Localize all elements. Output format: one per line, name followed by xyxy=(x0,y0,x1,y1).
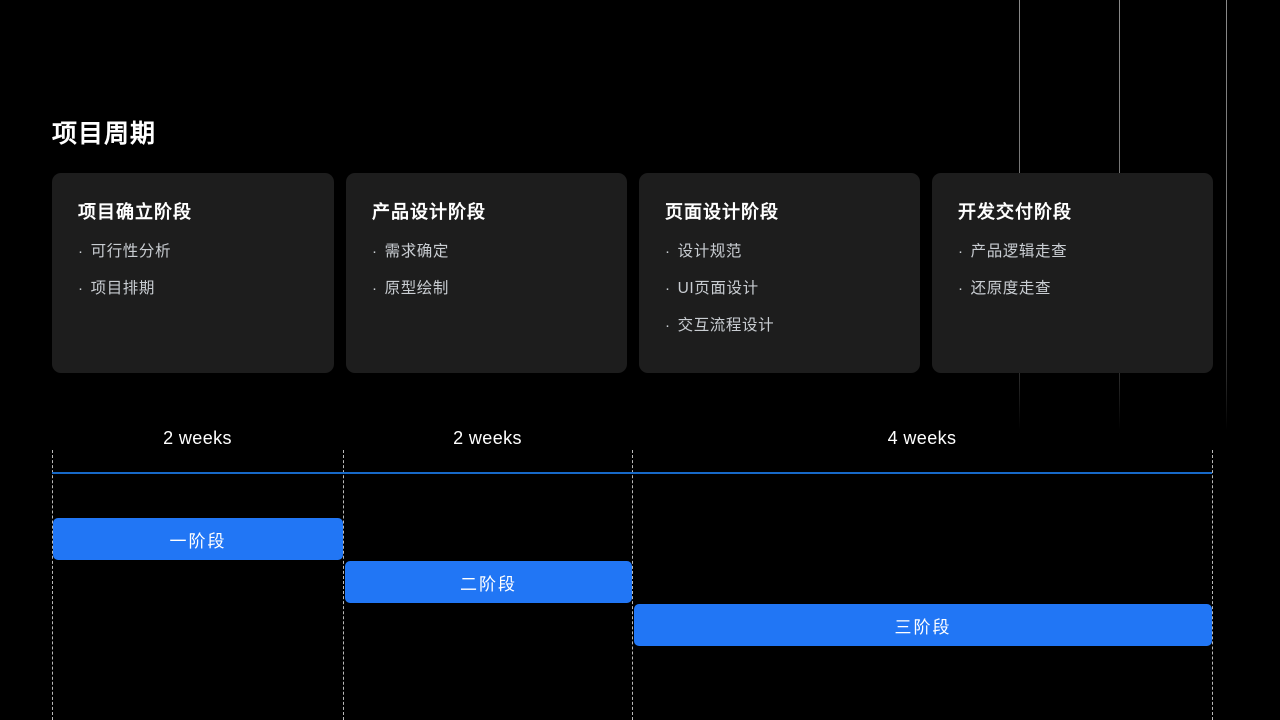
phase-card-item: · 可行性分析 xyxy=(78,241,310,262)
phase-card-item: · 设计规范 xyxy=(665,241,896,262)
phase-card-item: · UI页面设计 xyxy=(665,278,896,299)
phase-card-item-label: 需求确定 xyxy=(384,243,450,260)
phase-card-4: 开发交付阶段 · 产品逻辑走查 · 还原度走查 xyxy=(932,173,1213,373)
phase-card-3: 页面设计阶段 · 设计规范 · UI页面设计 · 交互流程设计 xyxy=(639,173,920,373)
phase-card-item-label: UI页面设计 xyxy=(677,280,759,297)
gantt-divider-3 xyxy=(1212,450,1213,720)
phase-card-item: · 需求确定 xyxy=(372,241,603,262)
gantt-column-duration-2: 2 weeks xyxy=(453,428,522,448)
gantt-bar-label: 三阶段 xyxy=(894,617,952,637)
gantt-bar-phase-2[interactable]: 二阶段 xyxy=(345,561,632,603)
phase-card-item-label: 项目排期 xyxy=(90,280,156,297)
gantt-divider-1 xyxy=(343,450,344,720)
phase-card-2: 产品设计阶段 · 需求确定 · 原型绘制 xyxy=(346,173,627,373)
gantt-column-duration-3: 4 weeks xyxy=(887,428,957,448)
gantt-top-rule xyxy=(52,472,1212,474)
bullet-icon: · xyxy=(372,280,378,297)
gantt-divider-0 xyxy=(52,450,53,720)
decorative-guide-line-3 xyxy=(1226,0,1227,430)
phase-card-item: · 产品逻辑走查 xyxy=(958,241,1189,262)
phase-card-item: · 原型绘制 xyxy=(372,278,603,299)
bullet-icon: · xyxy=(665,317,671,334)
gantt-bar-phase-3[interactable]: 三阶段 xyxy=(634,604,1212,646)
gantt-bar-label: 二阶段 xyxy=(460,574,517,594)
phase-card-title: 开发交付阶段 xyxy=(958,202,1072,222)
phase-card-item-label: 还原度走查 xyxy=(970,280,1052,297)
bullet-icon: · xyxy=(372,243,378,260)
phase-card-1: 项目确立阶段 · 可行性分析 · 项目排期 xyxy=(52,173,334,373)
bullet-icon: · xyxy=(958,280,964,297)
bullet-icon: · xyxy=(665,280,671,297)
phase-card-item-label: 原型绘制 xyxy=(384,280,450,297)
phase-card-item-label: 设计规范 xyxy=(677,243,743,260)
bullet-icon: · xyxy=(78,280,84,297)
phase-card-title: 项目确立阶段 xyxy=(78,202,192,222)
gantt-bar-phase-1[interactable]: 一阶段 xyxy=(53,518,343,560)
phase-card-item-label: 产品逻辑走查 xyxy=(970,243,1068,260)
phase-card-item: · 还原度走查 xyxy=(958,278,1189,299)
phase-card-item: · 项目排期 xyxy=(78,278,310,299)
phase-card-title: 产品设计阶段 xyxy=(372,202,486,222)
gantt-bar-label: 一阶段 xyxy=(169,531,227,551)
gantt-column-duration-1: 2 weeks xyxy=(163,428,232,448)
gantt-divider-2 xyxy=(632,450,633,720)
bullet-icon: · xyxy=(958,243,964,260)
bullet-icon: · xyxy=(665,243,671,260)
phase-card-title: 页面设计阶段 xyxy=(665,202,779,222)
phase-card-item: · 交互流程设计 xyxy=(665,315,896,336)
page-title: 项目周期 xyxy=(52,120,157,148)
phase-card-item-label: 交互流程设计 xyxy=(677,317,775,334)
bullet-icon: · xyxy=(78,243,84,260)
phase-card-item-label: 可行性分析 xyxy=(90,243,172,260)
